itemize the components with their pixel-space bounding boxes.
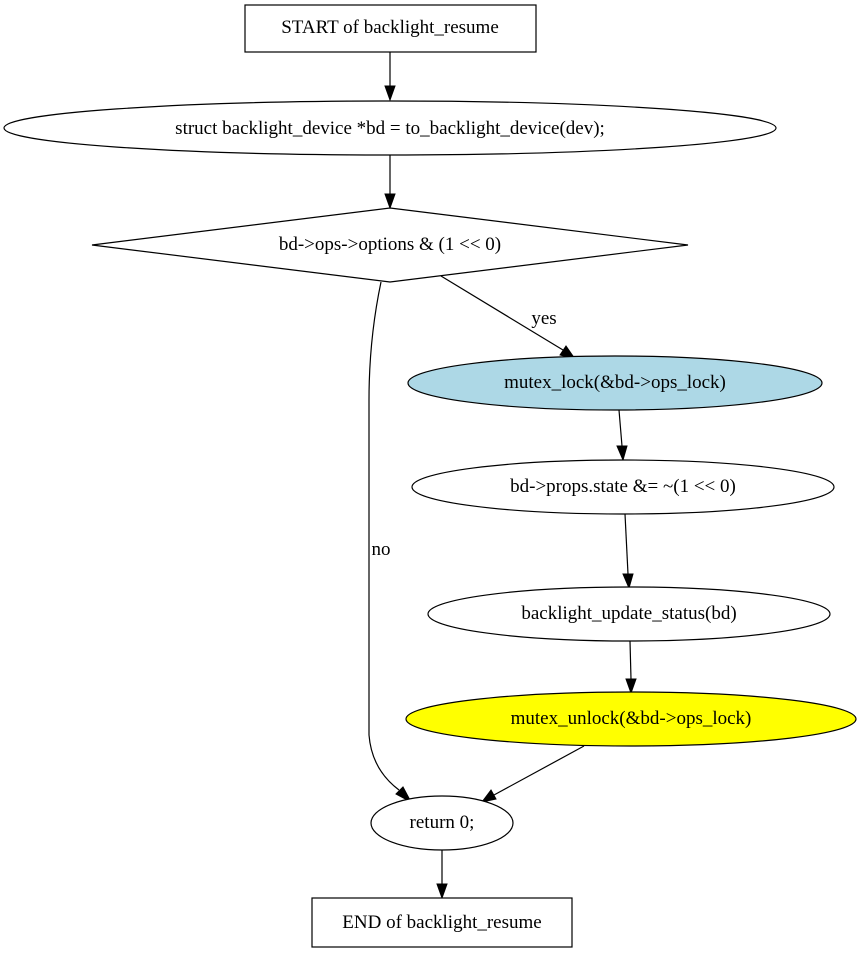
no-edge-label: no: [372, 539, 391, 560]
declaration-node: struct backlight_device *bd = to_backlig…: [3, 100, 777, 156]
mutex-unlock-label: mutex_unlock(&bd->ops_lock): [511, 708, 752, 729]
edge-return-to-end: [436, 850, 448, 900]
state-label: bd->props.state &= ~(1 << 0): [510, 476, 736, 497]
edge-condition-yes: yes: [440, 275, 577, 360]
mutex-unlock-node: mutex_unlock(&bd->ops_lock): [405, 691, 857, 747]
update-status-node: backlight_update_status(bd): [427, 586, 831, 642]
mutex-lock-label: mutex_lock(&bd->ops_lock): [504, 372, 726, 393]
edge-lock-to-state: [616, 409, 628, 462]
edge-start-to-decl: [384, 52, 396, 102]
edge-decl-to-condition: [384, 155, 396, 210]
mutex-lock-node: mutex_lock(&bd->ops_lock): [407, 355, 823, 411]
edge-state-to-update: [622, 513, 634, 590]
state-node: bd->props.state &= ~(1 << 0): [411, 459, 835, 515]
yes-edge-label: yes: [531, 308, 556, 329]
edge-update-to-unlock: [625, 640, 637, 695]
start-label: START of backlight_resume: [281, 17, 499, 38]
end-label: END of backlight_resume: [342, 912, 541, 933]
end-node: END of backlight_resume: [311, 897, 573, 948]
update-status-label: backlight_update_status(bd): [521, 603, 736, 624]
start-node: START of backlight_resume: [244, 4, 537, 53]
return-node: return 0;: [370, 795, 514, 851]
condition-node: bd->ops->options & (1 << 0): [91, 207, 689, 283]
declaration-label: struct backlight_device *bd = to_backlig…: [175, 118, 605, 139]
edge-unlock-to-return: [480, 745, 585, 803]
edge-condition-no: no: [368, 281, 413, 804]
return-label: return 0;: [410, 812, 475, 833]
condition-label: bd->ops->options & (1 << 0): [279, 234, 501, 255]
